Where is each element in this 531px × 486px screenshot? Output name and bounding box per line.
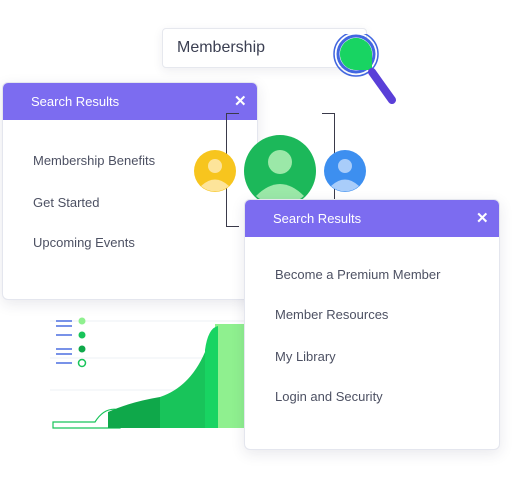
search-results-panel-right: Search Results ✕ Become a Premium Member… — [244, 199, 500, 450]
panel-title: Search Results — [273, 211, 362, 226]
search-icon[interactable] — [330, 34, 402, 106]
panel-title: Search Results — [31, 94, 120, 109]
search-results-panel-left: Search Results ✕ Membership Benefits Get… — [2, 82, 258, 300]
panel-header: Search Results ✕ — [3, 83, 257, 120]
result-item[interactable]: Become a Premium Member — [275, 267, 441, 282]
search-input[interactable]: Membership — [162, 28, 367, 68]
result-item[interactable]: Member Resources — [275, 307, 389, 322]
result-item[interactable]: Login and Security — [275, 389, 383, 404]
result-item[interactable]: My Library — [275, 349, 336, 364]
user-avatar-icon — [324, 150, 366, 192]
result-item[interactable]: Upcoming Events — [33, 235, 135, 250]
legend-marks — [56, 317, 87, 368]
trend-chart — [50, 317, 250, 429]
result-item[interactable]: Get Started — [33, 195, 100, 210]
panel-header: Search Results ✕ — [245, 200, 499, 237]
close-icon[interactable]: ✕ — [234, 93, 247, 110]
result-item[interactable]: Membership Benefits — [33, 153, 156, 168]
search-query: Membership — [177, 39, 266, 56]
close-icon[interactable]: ✕ — [476, 210, 489, 227]
